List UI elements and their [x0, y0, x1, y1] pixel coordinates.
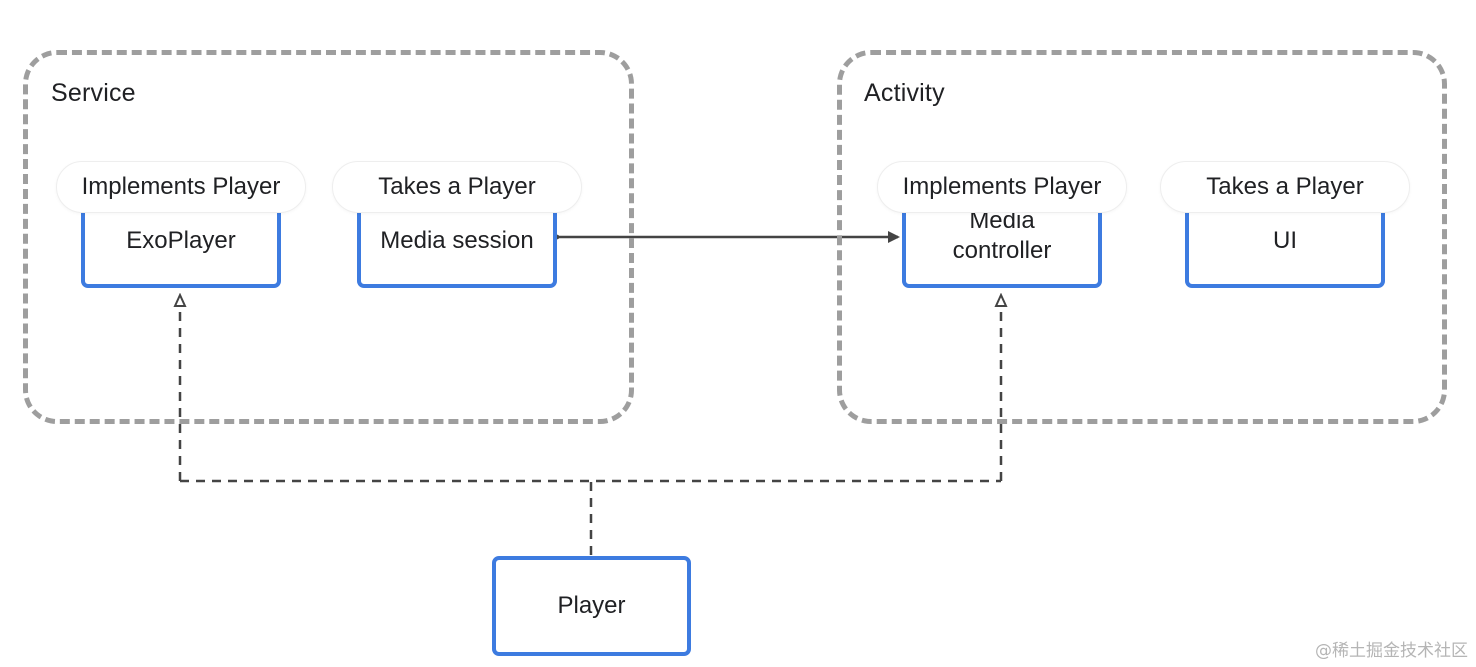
watermark: @稀土掘金技术社区 — [1315, 641, 1468, 661]
ui-tag-pill: Takes a Player — [1160, 161, 1410, 213]
ui-label: UI — [1273, 227, 1297, 254]
service-title: Service — [51, 79, 136, 107]
media-session-tag-pill: Takes a Player — [332, 161, 582, 213]
player-label: Player — [557, 592, 626, 619]
activity-container — [837, 50, 1447, 424]
media-session-label: Media session — [380, 227, 534, 254]
service-container — [23, 50, 634, 424]
exoplayer-tag-pill: Implements Player — [56, 161, 306, 213]
media-controller-tag-pill: Implements Player — [877, 161, 1127, 213]
media-controller-label: Media controller — [952, 207, 1052, 264]
exoplayer-label: ExoPlayer — [126, 227, 236, 254]
activity-title: Activity — [864, 79, 945, 107]
player-node: Player — [492, 556, 691, 656]
